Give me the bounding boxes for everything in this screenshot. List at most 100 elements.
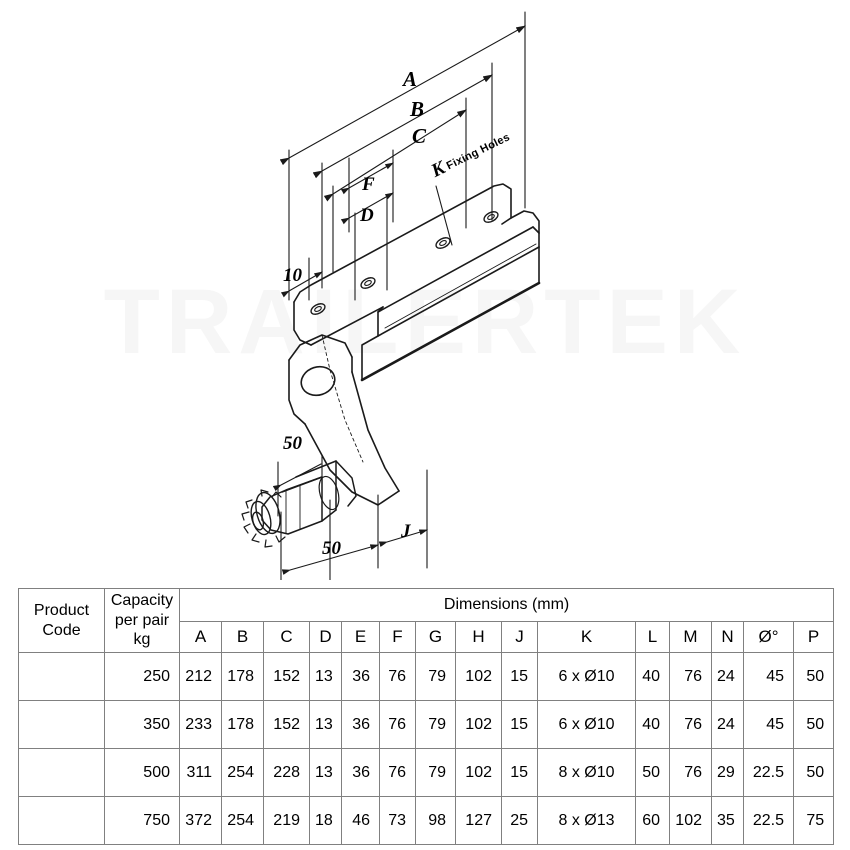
table-header-row-1: Product Code Capacity per pair kg Dimens…	[18, 588, 835, 653]
cell-p: 75	[792, 796, 835, 845]
leader-line-k	[435, 185, 453, 246]
cell-b: 254	[221, 796, 264, 845]
specifications-table: Product Code Capacity per pair kg Dimens…	[18, 588, 835, 845]
cell-g: 79	[415, 652, 456, 701]
drawing-vector	[241, 11, 541, 580]
cell-f: 76	[379, 700, 416, 749]
table-row: 750 372 254 219 18 46 73 98 127 25 8 x Ø…	[18, 796, 835, 845]
header-col-h: H	[455, 621, 502, 653]
cell-diameter: 22.5	[743, 748, 794, 797]
cell-g: 79	[415, 700, 456, 749]
header-col-b: B	[221, 621, 264, 653]
dimension-line-d	[340, 192, 394, 225]
cell-product-code	[18, 796, 105, 845]
cell-h: 127	[455, 796, 502, 845]
table-row: 500 311 254 228 13 36 76 79 102 15 8 x Ø…	[18, 748, 835, 797]
cell-l: 40	[635, 700, 670, 749]
cell-m: 76	[669, 700, 712, 749]
cell-l: 60	[635, 796, 670, 845]
cell-diameter: 45	[743, 652, 794, 701]
mounting-plate	[293, 183, 512, 346]
dim-label-50-upper: 50	[283, 433, 302, 454]
header-product-code: Product Code	[18, 588, 105, 653]
cell-m: 76	[669, 748, 712, 797]
specifications-table-container: Product Code Capacity per pair kg Dimens…	[18, 588, 835, 845]
stub-axle-spindle	[261, 460, 357, 535]
header-col-e: E	[341, 621, 380, 653]
cell-g: 98	[415, 796, 456, 845]
cell-h: 102	[455, 652, 502, 701]
cell-b: 178	[221, 652, 264, 701]
dim-label-a: A	[403, 67, 418, 91]
dim-label-f: F	[362, 174, 375, 195]
header-capacity-line1: Capacity	[110, 592, 174, 610]
header-col-c: C	[263, 621, 310, 653]
header-col-g: G	[415, 621, 456, 653]
header-col-n: N	[711, 621, 744, 653]
cell-n: 35	[711, 796, 744, 845]
cell-d: 18	[309, 796, 342, 845]
table-header-row-2: A B C D E F G H J K L M N Ø° P	[19, 621, 835, 653]
table-row: 350 233 178 152 13 36 76 79 102 15 6 x Ø…	[18, 700, 835, 749]
cell-a: 372	[179, 796, 222, 845]
dim-label-50-lower: 50	[322, 538, 341, 559]
cell-f: 73	[379, 796, 416, 845]
dimension-lines-bottom	[280, 469, 429, 580]
cell-h: 102	[455, 700, 502, 749]
cell-product-code	[18, 652, 105, 701]
axle-beam	[360, 210, 541, 382]
header-dimensions: Dimensions (mm)	[178, 588, 835, 622]
header-product-code-line2: Code	[42, 621, 81, 639]
castellated-nut	[241, 489, 286, 548]
cell-c: 219	[263, 796, 310, 845]
table-row: 250 212 178 152 13 36 76 79 102 15 6 x Ø…	[18, 652, 835, 701]
cell-p: 50	[792, 700, 835, 749]
cell-h: 102	[455, 748, 502, 797]
cell-diameter: 45	[743, 700, 794, 749]
technical-drawing: A B C F D 10 50 50 J KFixing Holes	[241, 11, 541, 580]
cell-j: 25	[501, 796, 538, 845]
header-col-d: D	[309, 621, 342, 653]
cell-m: 76	[669, 652, 712, 701]
cell-j: 15	[501, 748, 538, 797]
cell-capacity: 750	[104, 796, 180, 845]
header-col-j: J	[501, 621, 538, 653]
dim-label-10: 10	[283, 265, 302, 286]
fixing-holes	[310, 211, 499, 315]
header-capacity-line2: per pair	[114, 611, 170, 629]
cell-n: 24	[711, 652, 744, 701]
cell-n: 24	[711, 700, 744, 749]
cell-m: 102	[669, 796, 712, 845]
cell-e: 46	[341, 796, 380, 845]
cell-p: 50	[792, 652, 835, 701]
cell-diameter: 22.5	[743, 796, 794, 845]
header-col-m: M	[669, 621, 712, 653]
cell-a: 212	[179, 652, 222, 701]
header-col-k: K	[537, 621, 636, 653]
hanger-arm	[288, 334, 400, 506]
cell-capacity: 350	[104, 700, 180, 749]
cell-c: 152	[263, 652, 310, 701]
cell-capacity: 250	[104, 652, 180, 701]
cell-a: 311	[179, 748, 222, 797]
cell-b: 178	[221, 700, 264, 749]
dim-label-b: B	[410, 97, 425, 121]
cell-e: 36	[341, 748, 380, 797]
cell-j: 15	[501, 700, 538, 749]
header-col-f: F	[379, 621, 416, 653]
header-capacity-line3: kg	[133, 631, 151, 649]
dim-label-d: D	[360, 205, 374, 226]
cell-c: 228	[263, 748, 310, 797]
cell-product-code	[18, 748, 105, 797]
dim-label-c: C	[412, 124, 427, 148]
cell-k: 8 x Ø13	[537, 796, 636, 845]
cell-d: 13	[309, 748, 342, 797]
cell-l: 50	[635, 748, 670, 797]
cell-c: 152	[263, 700, 310, 749]
cell-d: 13	[309, 700, 342, 749]
cell-g: 79	[415, 748, 456, 797]
header-capacity: Capacity per pair kg	[104, 588, 180, 653]
header-col-l: L	[635, 621, 670, 653]
header-col-p: P	[792, 621, 835, 653]
cell-k: 6 x Ø10	[537, 652, 636, 701]
